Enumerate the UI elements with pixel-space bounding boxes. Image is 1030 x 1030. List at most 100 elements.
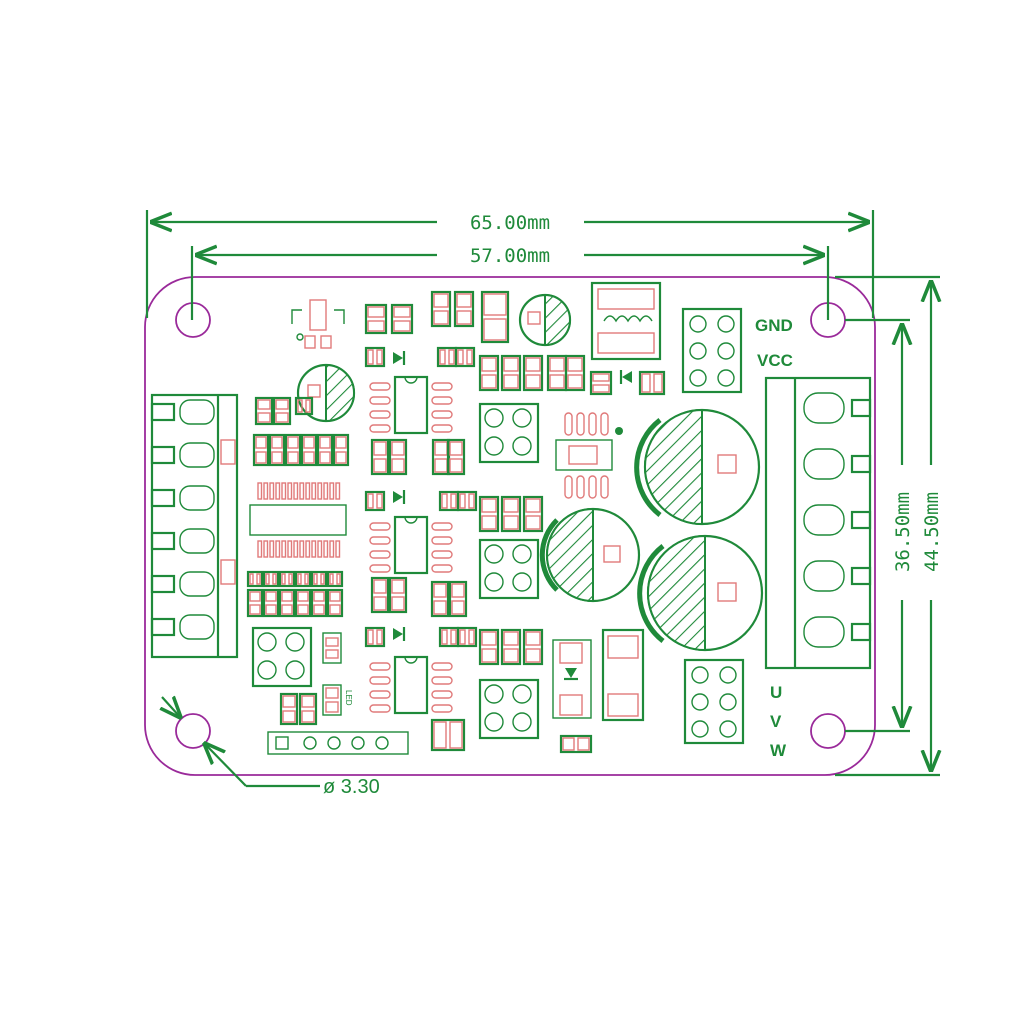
smd-pad	[391, 596, 405, 611]
smd-pad	[393, 306, 411, 318]
smd-pad	[367, 629, 374, 645]
smd-pad	[449, 441, 463, 456]
ic-pin	[263, 540, 269, 558]
quad-pad-hole	[484, 684, 504, 704]
smd-outline	[478, 354, 500, 392]
driver-ic-pad	[369, 550, 391, 559]
capacitor-small-top	[518, 293, 572, 347]
smd-pad	[256, 573, 261, 585]
smd-pad	[459, 629, 466, 645]
smd-pad	[282, 695, 296, 708]
ic-pin	[269, 482, 275, 500]
ic-pin	[257, 540, 263, 558]
smd-pad	[335, 451, 347, 464]
smd-part	[431, 438, 451, 476]
smd-part	[316, 433, 334, 467]
smd-part	[310, 588, 328, 618]
smd-outline	[453, 290, 475, 328]
smd-pad	[265, 591, 277, 602]
smd-outline	[268, 433, 286, 467]
smd-part	[364, 490, 386, 512]
reg-pad	[576, 475, 585, 499]
smd-pad	[433, 583, 447, 598]
connector-side-pad	[220, 559, 236, 585]
bottom-header	[267, 731, 409, 755]
smd-pad	[592, 384, 610, 393]
driver-ic-pad	[369, 424, 391, 433]
inductor	[590, 281, 662, 361]
smd-outline	[546, 354, 568, 392]
smd-outline	[262, 570, 280, 588]
terminal-pad	[803, 616, 845, 648]
smd-part	[326, 588, 344, 618]
smd-pad	[525, 498, 541, 513]
smd-part	[522, 354, 544, 392]
quad-pad-hole	[512, 436, 532, 456]
smd-pad	[503, 648, 519, 663]
quad-pad-groups	[251, 402, 540, 740]
smd-part	[364, 346, 386, 368]
ic-pin	[257, 482, 263, 500]
smd-pad	[275, 412, 289, 423]
smd-part	[364, 303, 388, 335]
smd-pad	[567, 374, 583, 389]
smd-pad	[567, 357, 583, 372]
smd-pad	[653, 373, 663, 393]
smd-pad	[319, 451, 331, 464]
smd-pad	[313, 591, 325, 602]
driver-ic-pad	[369, 676, 391, 685]
smd-part	[454, 346, 476, 368]
smd-outline	[254, 396, 274, 426]
terminal-pin	[850, 454, 872, 474]
driver-ic-body	[393, 375, 429, 435]
reg-pad	[576, 412, 585, 436]
smd-pad	[481, 357, 497, 372]
smd-pad	[503, 374, 519, 389]
smd-pad	[441, 493, 448, 509]
smd-pad	[503, 515, 519, 530]
smd-part	[438, 490, 460, 512]
smd-pad	[549, 374, 565, 389]
ic-pin	[299, 540, 305, 558]
ic-pin	[317, 540, 323, 558]
smd-pad	[376, 349, 383, 365]
terminal-pad	[803, 448, 845, 480]
smd-outline	[522, 495, 544, 533]
smd-pad	[481, 631, 497, 646]
driver-ic-pad	[431, 662, 453, 671]
smd-part	[480, 290, 510, 344]
smd-pad	[449, 721, 463, 749]
smd-pad	[503, 357, 519, 372]
connector-pin	[150, 445, 176, 465]
ic-pin	[275, 482, 281, 500]
smd-pad	[367, 320, 385, 332]
connector-pad	[179, 485, 215, 511]
diode-package-bottom	[552, 639, 592, 719]
connector-pad	[179, 399, 215, 425]
smd-part	[300, 433, 318, 467]
smd-pad	[297, 591, 309, 602]
ic-pin	[275, 540, 281, 558]
ic-pin	[311, 482, 317, 500]
smd-pad	[319, 436, 331, 449]
smd-part	[522, 628, 544, 666]
smd-pad	[271, 436, 283, 449]
quad-pad-outline	[478, 678, 540, 740]
smd-part	[500, 354, 522, 392]
driver-ic-pad	[369, 382, 391, 391]
quad-pad-hole	[285, 632, 305, 652]
smd-pad	[451, 600, 465, 615]
smd-pad	[255, 451, 267, 464]
smd-part	[326, 570, 344, 588]
quad-pad-hole	[512, 572, 532, 592]
smd-pad	[466, 349, 473, 365]
smd-outline	[500, 354, 522, 392]
smd-pad	[297, 573, 302, 585]
hole-spacing-height-label: 36.50mm	[892, 492, 914, 572]
mounting-hole-bottom-right	[810, 713, 846, 749]
smd-outline	[370, 576, 390, 614]
quad-pad-hole	[257, 660, 277, 680]
quad-pad-hole	[484, 408, 504, 428]
smd-pad	[275, 399, 289, 410]
smd-part	[294, 396, 314, 416]
